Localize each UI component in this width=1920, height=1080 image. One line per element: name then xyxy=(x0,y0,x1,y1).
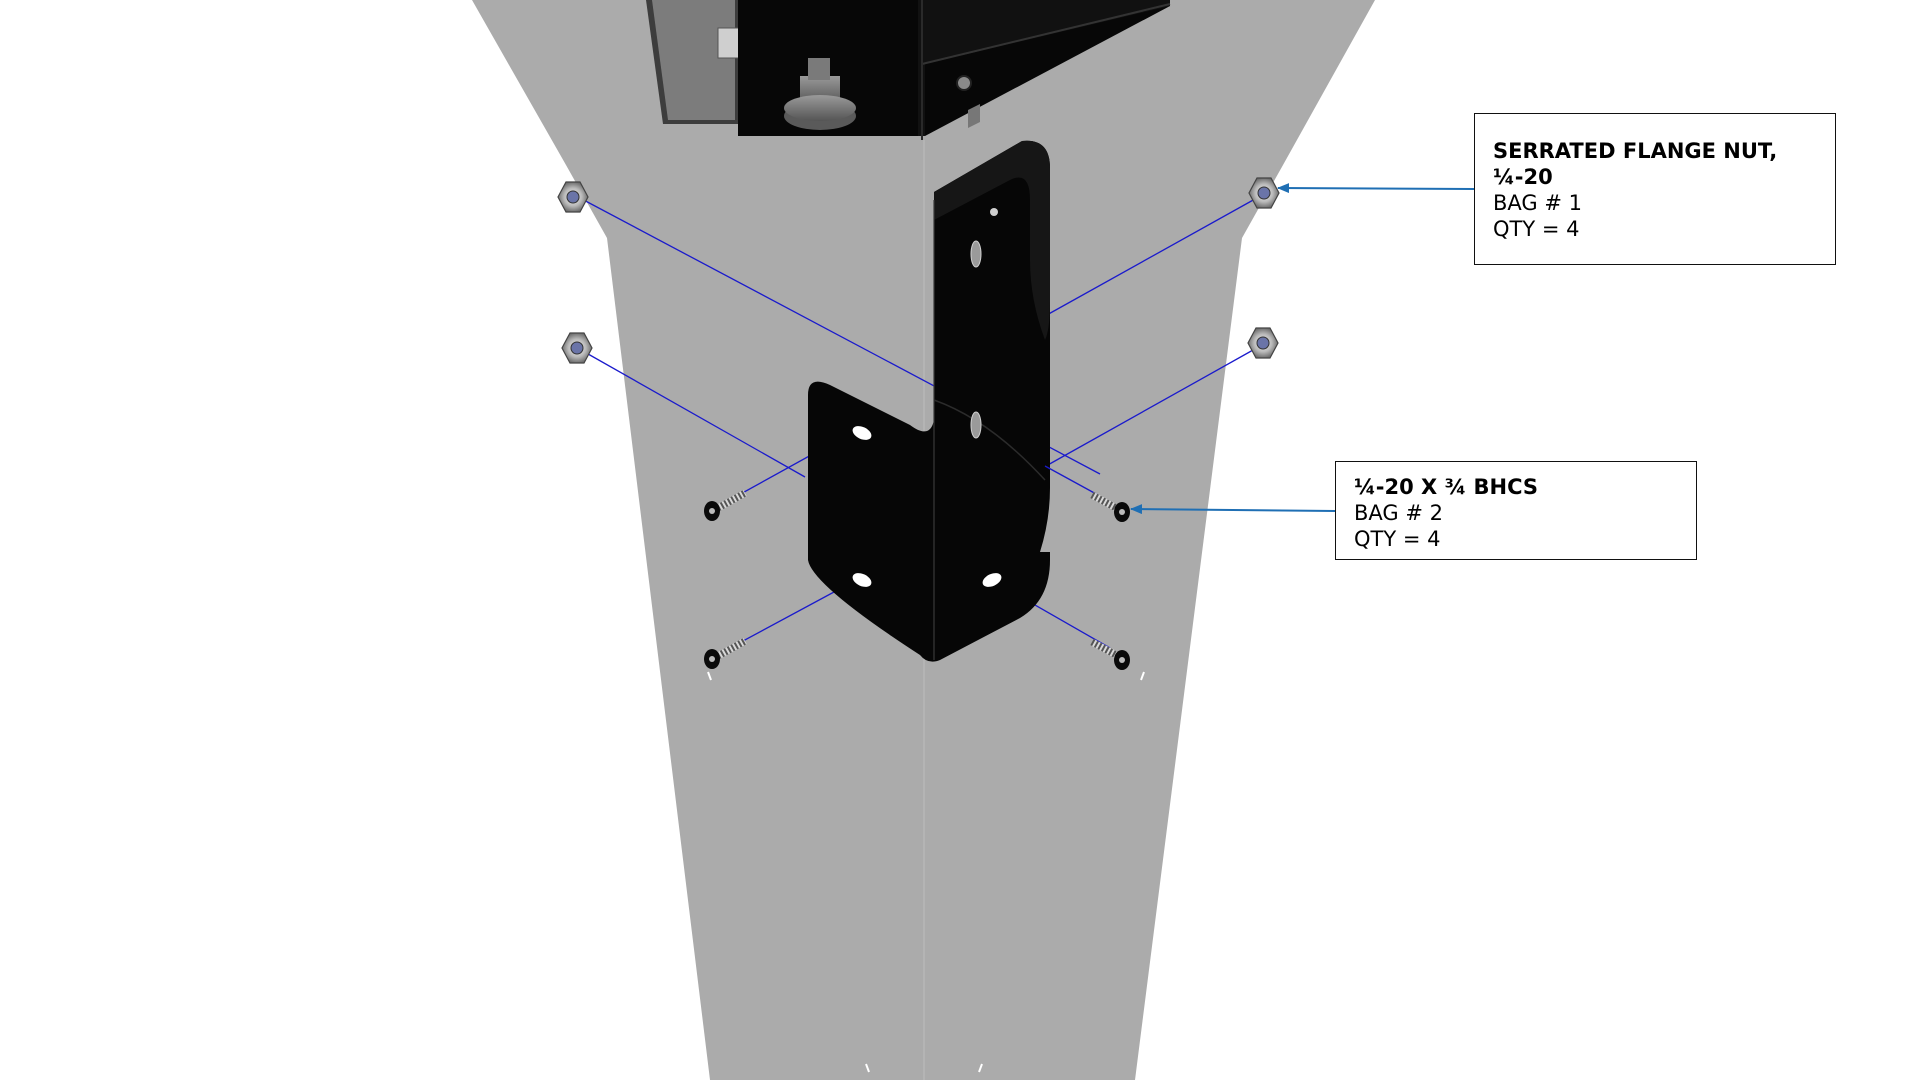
nut-callout-box: SERRATED FLANGE NUT, ¼-20 BAG # 1 QTY = … xyxy=(1474,113,1836,265)
l-bracket xyxy=(808,140,1099,662)
nut-callout-title-line2: ¼-20 xyxy=(1493,165,1553,189)
screw-callout-bag: BAG # 2 xyxy=(1354,501,1443,525)
flange-nut-top-left xyxy=(557,181,589,213)
screw-leader-arrow xyxy=(1130,504,1336,515)
screw-callout-box: ¼-20 X ¾ BHCS BAG # 2 QTY = 4 xyxy=(1335,461,1697,560)
nut-callout-title-line1: SERRATED FLANGE NUT, xyxy=(1493,139,1778,163)
screw-bottom-right xyxy=(1090,638,1130,670)
post-ticks xyxy=(707,671,1145,1073)
flange-nut-bottom-right xyxy=(1247,327,1279,359)
screw-top-left xyxy=(704,489,747,521)
screw-callout-title: ¼-20 X ¾ BHCS xyxy=(1354,475,1539,499)
nut-callout-qty: QTY = 4 xyxy=(1493,217,1580,241)
screw-callout-qty: QTY = 4 xyxy=(1354,527,1441,551)
base-unit xyxy=(646,0,1171,140)
flange-nut-bottom-left xyxy=(561,332,593,364)
screw-top-right xyxy=(1090,491,1130,522)
screw-bottom-left xyxy=(704,637,747,669)
flange-nut-top-right xyxy=(1248,177,1280,209)
nut-callout-bag: BAG # 1 xyxy=(1493,191,1582,215)
nut-leader-arrow xyxy=(1277,183,1475,194)
